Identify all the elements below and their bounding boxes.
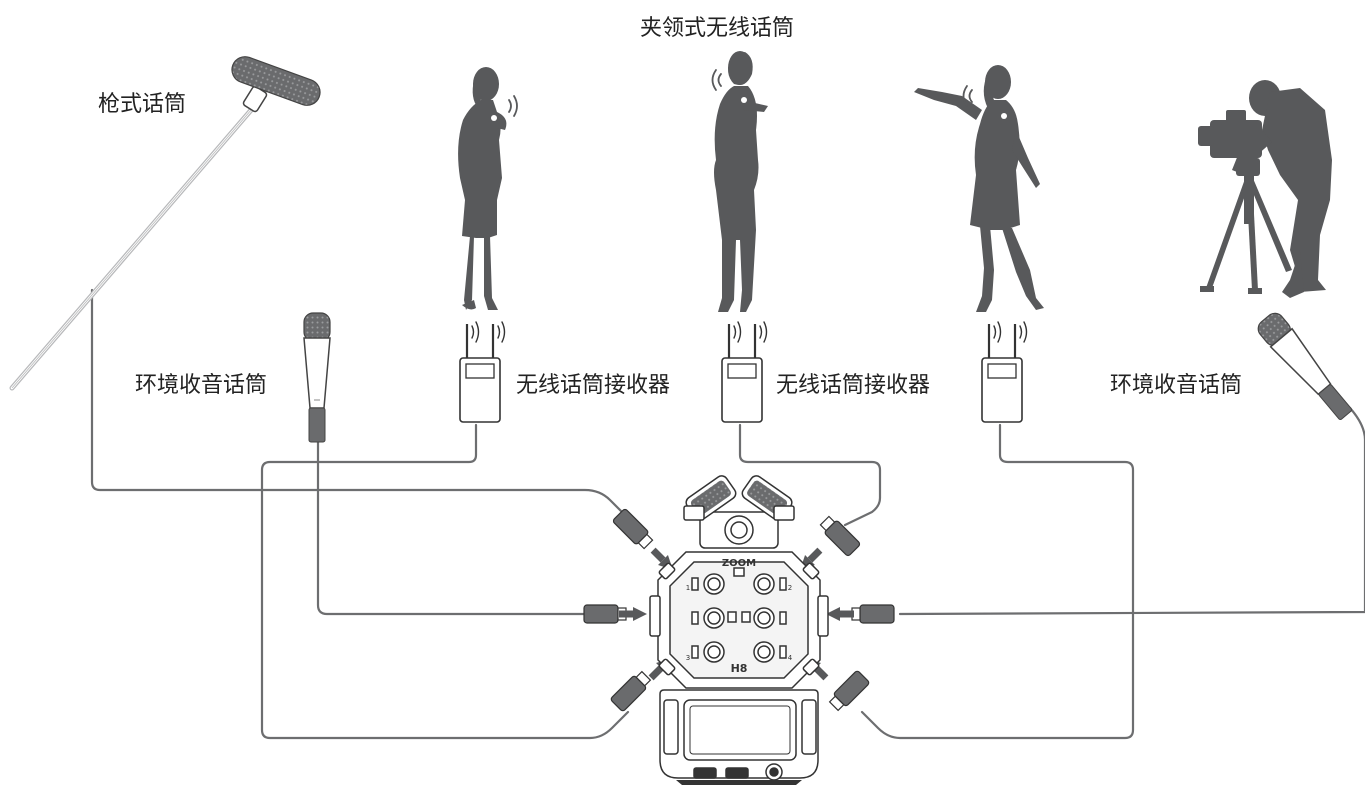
arrow-icon <box>619 547 854 681</box>
label-wireless-receiver-2: 无线话筒接收器 <box>776 373 931 398</box>
label-lavalier-wireless-mic: 夹领式无线话筒 <box>640 16 795 41</box>
input-number-3: 3 <box>686 654 690 662</box>
lavalier-clip-icon <box>491 115 497 121</box>
input-number-4: 4 <box>788 654 793 662</box>
xlr-plugs <box>583 508 895 712</box>
cable-ambient-left <box>316 438 592 616</box>
camera-operator-icon <box>1198 80 1332 298</box>
label-wireless-receiver-1: 无线话筒接收器 <box>516 373 671 398</box>
sound-waves-icon <box>508 95 518 117</box>
label-ambient-mic-right: 环境收音话筒 <box>1110 373 1243 398</box>
recorder-icon <box>649 475 829 785</box>
wireless-receiver-icon-3 <box>981 321 1028 423</box>
cable-shotgun <box>90 288 629 519</box>
device-model: H8 <box>731 662 748 675</box>
shotgun-mic-icon <box>9 56 321 391</box>
wireless-receiver-icon-2 <box>721 321 768 423</box>
cables <box>90 288 1365 740</box>
woman-silhouette-icon-3 <box>914 65 1044 312</box>
label-shotgun-mic: 枪式话筒 <box>98 92 187 117</box>
sound-waves-icon-3 <box>962 85 973 107</box>
cable-receiver-3 <box>860 423 1135 740</box>
cable-ambient-right <box>898 406 1365 616</box>
cable-receiver-1 <box>260 423 630 740</box>
gain-knobs <box>703 573 775 663</box>
wireless-receiver-icon-1 <box>459 321 506 423</box>
woman-silhouette-icon-2 <box>714 51 768 312</box>
handheld-mic-icon <box>303 312 331 443</box>
woman-silhouette-icon <box>458 67 507 310</box>
input-number-1: 1 <box>686 584 690 592</box>
cable-receiver-2 <box>738 423 882 527</box>
lavalier-clip-icon-3 <box>1001 113 1007 119</box>
input-number-2: 2 <box>788 584 792 592</box>
label-ambient-mic-left: 环境收音话筒 <box>135 373 268 398</box>
lavalier-clip-icon-2 <box>741 97 747 103</box>
sound-waves-icon-2 <box>711 69 722 91</box>
device-brand: ZOOM <box>722 558 756 569</box>
handheld-mic-icon-right <box>1257 312 1353 420</box>
